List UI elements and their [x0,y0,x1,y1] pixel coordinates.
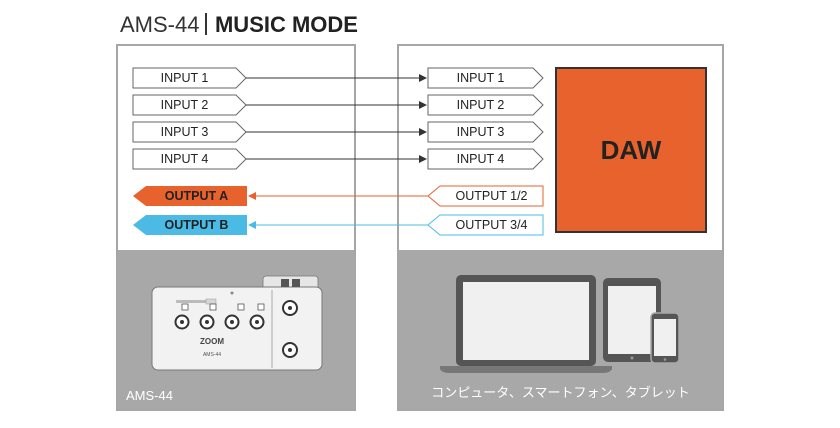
output-12-shape [427,185,544,207]
right-input-2: INPUT 2 [456,98,505,112]
device-brand: ZOOM [200,337,224,346]
left-input-4-shape [132,148,247,170]
left-input-1-shape [132,67,247,89]
right-input-4: INPUT 4 [456,152,505,166]
right-input-4-shape [427,148,544,170]
left-input-1: INPUT 1 [160,71,209,85]
right-input-2-shape [427,94,544,116]
left-input-2: INPUT 2 [160,98,209,112]
left-input-3: INPUT 3 [160,125,209,139]
right-input-1: INPUT 1 [456,71,505,85]
devices-label: コンピュータ、スマートフォン、タブレット [431,386,690,401]
left-input-2-shape [132,94,247,116]
output-b-label: OUTPUT B [164,218,229,232]
device-model: AMS-44 [203,352,221,358]
output-34-label: OUTPUT 3/4 [455,218,528,232]
daw-label: DAW [600,134,662,165]
laptop-illustration [440,275,612,373]
page-title: AMS-44 MUSIC MODE [120,12,358,38]
ams44-label: AMS-44 [126,388,173,403]
daw-block: DAW [555,67,707,233]
right-input-3: INPUT 3 [456,125,505,139]
right-input-1-shape [427,67,544,89]
ams44-device-illustration: ZOOM AMS-44 [151,275,323,371]
left-input-4: INPUT 4 [160,152,209,166]
output-a-label: OUTPUT A [164,189,229,203]
smartphone-illustration [650,312,680,364]
tablet-illustration [603,278,661,362]
title-divider [205,13,207,35]
title-model: AMS-44 [120,12,200,37]
right-input-3-shape [427,121,544,143]
output-a-shape [133,186,247,206]
title-mode: MUSIC MODE [214,12,358,37]
left-input-3-shape [132,121,247,143]
output-12-label: OUTPUT 1/2 [455,189,528,203]
output-34-shape [427,214,544,236]
output-b-shape [133,215,247,235]
